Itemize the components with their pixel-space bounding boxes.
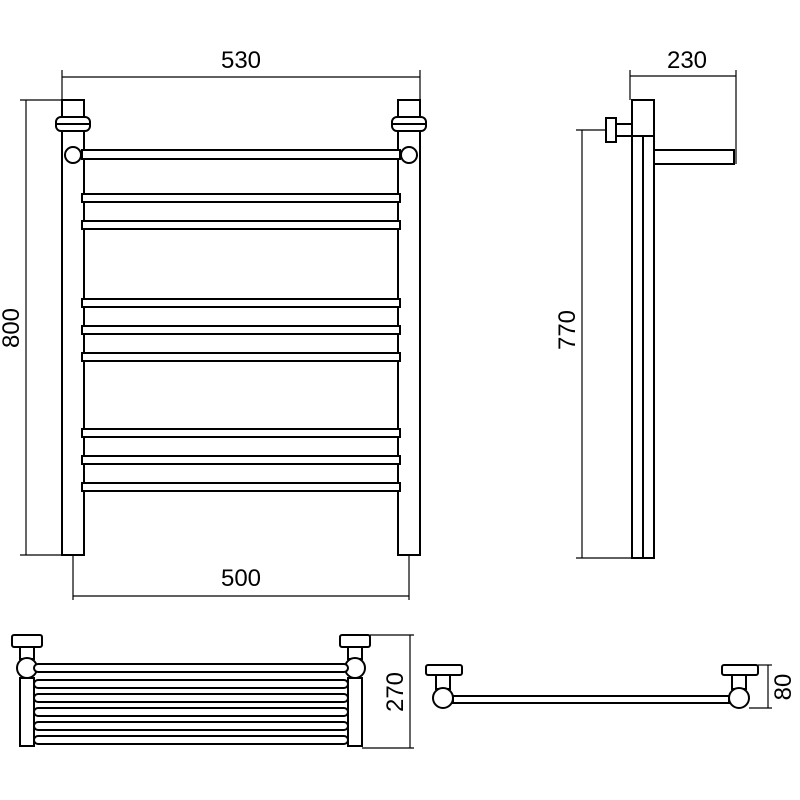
dimension-overall-width: 530	[61, 47, 421, 100]
front-view: 530 800 500	[0, 47, 427, 600]
front-bar	[81, 482, 401, 492]
single-right-mount	[721, 664, 759, 709]
dimension-mount-center-height: 770	[554, 129, 632, 559]
front-bar	[81, 193, 401, 203]
dimension-overall-height: 800	[0, 99, 62, 556]
side-mount-block	[631, 99, 655, 137]
label-overall-height: 800	[0, 308, 25, 348]
top-bar	[33, 693, 349, 703]
front-bar	[81, 298, 401, 308]
label-wall-depth: 230	[667, 47, 707, 74]
top-bar	[33, 721, 349, 731]
top-bar	[33, 679, 349, 689]
top-bar	[33, 735, 349, 745]
top-bar	[33, 663, 349, 673]
side-wall-flange	[605, 117, 633, 143]
top-right-rail	[347, 677, 363, 747]
front-bar	[81, 455, 401, 465]
label-mount-center-height: 770	[554, 310, 581, 350]
label-mount-center-width: 500	[221, 565, 261, 592]
label-bracket-offset: 80	[770, 674, 797, 701]
front-bar	[81, 428, 401, 438]
front-right-post	[397, 99, 421, 556]
side-view: 230 770	[554, 47, 737, 559]
front-bar	[81, 325, 401, 335]
front-left-post	[61, 99, 85, 556]
front-left-mount	[55, 116, 91, 164]
top-bar	[33, 707, 349, 717]
top-left-rail	[19, 677, 35, 747]
top-view: 270	[11, 634, 414, 749]
front-bar	[81, 149, 401, 160]
label-top-view-depth: 270	[382, 672, 409, 712]
dimension-mount-center-width: 500	[72, 555, 410, 600]
front-bar	[81, 352, 401, 362]
label-overall-width: 530	[221, 47, 261, 74]
side-bar	[653, 149, 735, 165]
front-bars	[81, 149, 401, 492]
dimension-wall-depth: 230	[629, 47, 737, 164]
front-bar	[81, 220, 401, 230]
top-bars	[33, 663, 349, 745]
single-left-mount	[425, 664, 463, 709]
dimension-top-view-depth: 270	[362, 634, 414, 749]
top-view-single-bar: 80	[425, 664, 797, 709]
single-bar	[452, 695, 730, 704]
top-right-mount	[339, 634, 371, 679]
dimension-bracket-offset: 80	[749, 664, 797, 709]
